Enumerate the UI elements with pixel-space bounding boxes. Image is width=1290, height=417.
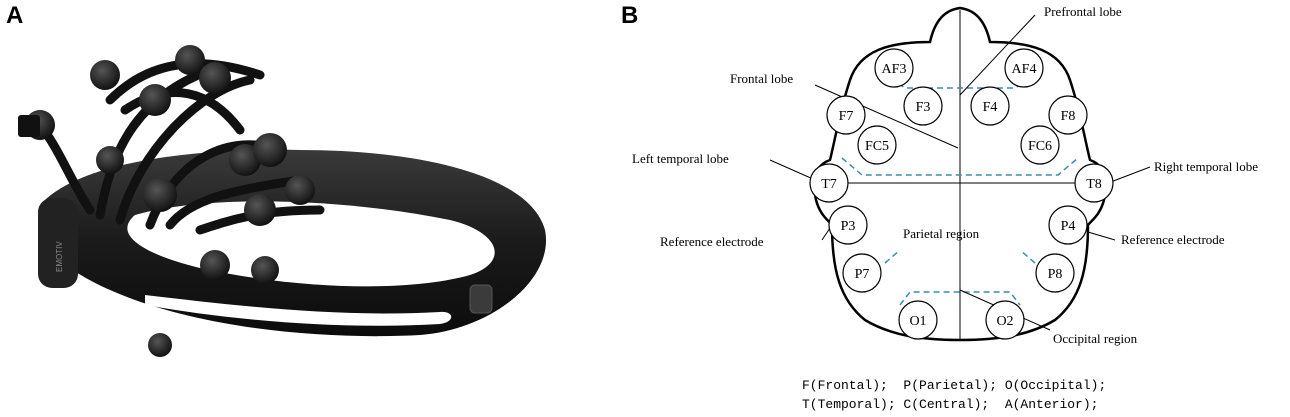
region-labels: Prefrontal lobe Frontal lobe Left tempor… xyxy=(632,4,1258,346)
svg-text:FC6: FC6 xyxy=(1028,139,1052,154)
label-reference-left: Reference electrode xyxy=(660,234,764,249)
electrode-o1: O1 xyxy=(898,300,938,340)
svg-text:FC5: FC5 xyxy=(865,139,889,154)
electrode-p3: P3 xyxy=(828,205,868,245)
electrode-fc5: FC5 xyxy=(857,125,897,165)
panel-label-b: B xyxy=(621,2,639,29)
label-frontal: Frontal lobe xyxy=(730,71,793,86)
electrodes: AF3 AF4 F3 F4 F7 F8 FC5 FC6 T7 T8 P3 P4 … xyxy=(809,48,1114,340)
label-right-temporal: Right temporal lobe xyxy=(1154,159,1258,174)
electrode-af3: AF3 xyxy=(874,48,914,88)
electrode-f7: F7 xyxy=(826,95,866,135)
side-module xyxy=(38,198,78,288)
label-left-temporal: Left temporal lobe xyxy=(632,151,729,166)
svg-text:P3: P3 xyxy=(841,219,856,234)
label-prefrontal: Prefrontal lobe xyxy=(1044,4,1122,19)
electrode-fc6: FC6 xyxy=(1020,125,1060,165)
electrode-f8: F8 xyxy=(1048,95,1088,135)
svg-text:F7: F7 xyxy=(839,109,854,124)
svg-text:F3: F3 xyxy=(916,100,931,115)
label-occipital: Occipital region xyxy=(1053,331,1138,346)
sensors xyxy=(18,45,315,357)
electrode-p4: P4 xyxy=(1048,205,1088,245)
electrode-af4: AF4 xyxy=(1004,48,1044,88)
device-badge xyxy=(469,284,493,314)
eeg-headset-image: EMOTIV xyxy=(18,45,547,357)
svg-text:AF4: AF4 xyxy=(1012,62,1037,77)
electrode-p7: P7 xyxy=(842,253,882,293)
label-parietal: Parietal region xyxy=(903,226,980,241)
svg-text:P8: P8 xyxy=(1048,267,1063,282)
electrode-o2: O2 xyxy=(985,300,1025,340)
svg-text:F4: F4 xyxy=(983,100,998,115)
svg-text:T8: T8 xyxy=(1086,177,1102,192)
svg-text:P4: P4 xyxy=(1061,219,1076,234)
svg-text:T7: T7 xyxy=(821,177,837,192)
electrode-f3: F3 xyxy=(903,86,943,126)
svg-text:O2: O2 xyxy=(996,314,1013,329)
label-reference-right: Reference electrode xyxy=(1121,232,1225,247)
panel-label-a: A xyxy=(6,2,24,29)
electrode-t8: T8 xyxy=(1074,163,1114,203)
electrode-p8: P8 xyxy=(1035,253,1075,293)
brand-text: EMOTIV xyxy=(55,241,64,272)
legend-line-2: T(Temporal); C(Central); A(Anterior); xyxy=(802,397,1099,412)
electrode-t7: T7 xyxy=(809,163,849,203)
svg-text:P7: P7 xyxy=(855,267,870,282)
head-outline xyxy=(813,6,1107,342)
legend-line-1: F(Frontal); P(Parietal); O(Occipital); xyxy=(802,378,1107,393)
electrode-f4: F4 xyxy=(970,86,1010,126)
svg-text:O1: O1 xyxy=(909,314,926,329)
svg-text:AF3: AF3 xyxy=(882,62,907,77)
svg-text:F8: F8 xyxy=(1061,109,1076,124)
